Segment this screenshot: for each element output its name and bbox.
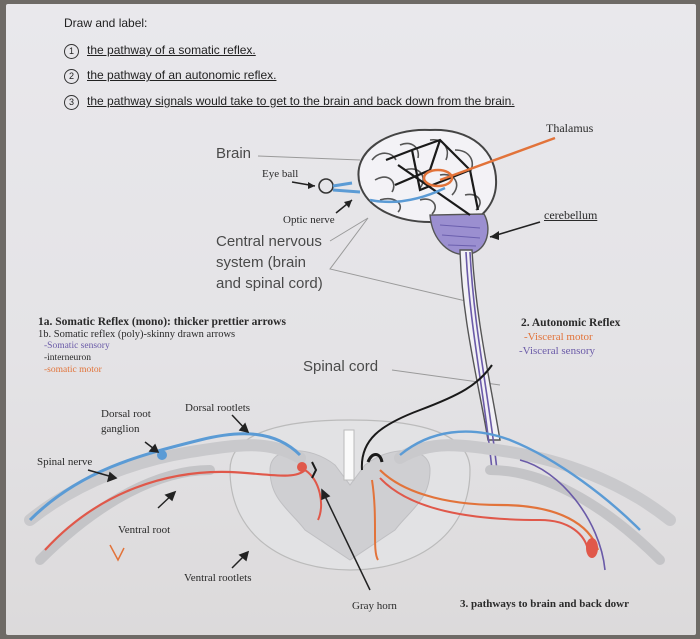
somatic-item-motor: -somatic motor (44, 365, 102, 375)
somatic-item-interneuron: -interneuron (44, 353, 91, 363)
ventral-rootlets-label: Ventral rootlets (184, 572, 252, 584)
thalamus-label: Thalamus (546, 121, 594, 135)
cerebellum-label: cerebellum (544, 208, 598, 222)
autonomic-item-visceral-sensory: -Visceral sensory (519, 345, 596, 357)
eye-ball-label: Eye ball (262, 168, 299, 180)
cns-label-line-1: Central nervous (216, 233, 322, 250)
prompt-number-2: 2 (64, 69, 79, 84)
ventral-root-label: Ventral root (118, 524, 171, 536)
prompt-number-1: 1 (64, 44, 79, 59)
dorsal-rootlets-label: Dorsal rootlets (185, 402, 251, 414)
label-arrows (87, 414, 371, 591)
cns-label-line-3: and spinal cord) (216, 275, 323, 292)
nerve-roots (24, 439, 676, 565)
spinal-cord-label: Spinal cord (303, 358, 379, 375)
prompt-item-3: the pathway signals would take to get to… (87, 94, 515, 108)
somatic-reflex-subtitle: 1b. Somatic reflex (poly)-skinny drawn a… (38, 329, 236, 340)
prompt-number-3: 3 (64, 95, 79, 110)
gray-horn-label: Gray horn (352, 600, 397, 612)
optic-nerve-label: Optic nerve (283, 214, 335, 226)
dorsal-root-ganglion-label-1: Dorsal root (101, 408, 151, 420)
prompt-item-2: the pathway of an autonomic reflex. (87, 68, 277, 82)
spinal-cord-illustration (459, 249, 501, 471)
pathways-note: 3. pathways to brain and back dowr (460, 598, 630, 610)
dorsal-root-ganglion-label-2: ganglion (101, 423, 140, 435)
autonomic-item-visceral-motor: -Visceral motor (524, 331, 593, 343)
somatic-reflex-title: 1a. Somatic Reflex (mono): thicker prett… (38, 316, 286, 328)
spinal-nerve-label: Spinal nerve (37, 456, 93, 468)
prompt-heading: Draw and label: (64, 16, 148, 30)
prompt-item-1: the pathway of a somatic reflex. (87, 43, 256, 57)
brain-label: Brain (216, 145, 252, 162)
autonomic-reflex-title: 2. Autonomic Reflex (521, 317, 621, 329)
eye-ball-illustration (291, 178, 361, 214)
cns-label-line-2: system (brain (216, 254, 307, 271)
brain-illustration (357, 128, 556, 256)
somatic-item-sensory: -Somatic sensory (44, 341, 110, 351)
